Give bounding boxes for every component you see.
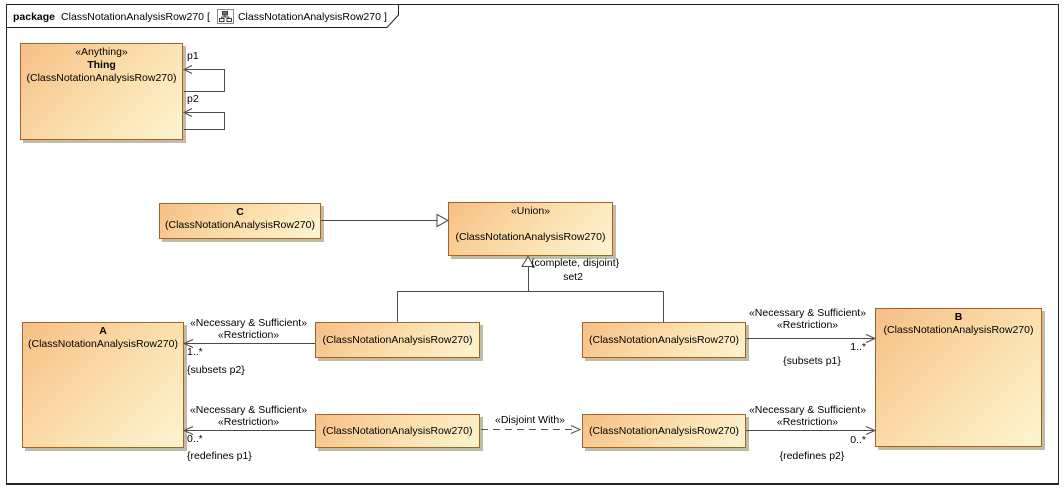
diagram-frame xyxy=(6,4,1059,485)
package-name: ClassNotationAnalysisRow270 xyxy=(61,10,205,23)
stereotype-line2: «Restriction» xyxy=(776,416,839,428)
generalization-set-name[interactable]: set2 xyxy=(563,271,583,283)
stereotype-line1: «Necessary & Sufficient» xyxy=(189,317,308,329)
restriction-box-top-right[interactable]: (ClassNotationAnalysisRow270) xyxy=(582,322,746,358)
restriction-qualifier: (ClassNotationAnalysisRow270) xyxy=(322,424,473,437)
thing-qualifier: (ClassNotationAnalysisRow270) xyxy=(26,72,177,84)
restriction-qualifier: (ClassNotationAnalysisRow270) xyxy=(589,424,739,437)
restriction-box-bottom-left[interactable]: (ClassNotationAnalysisRow270) xyxy=(315,414,480,448)
package-kind-label: package xyxy=(13,10,56,23)
diagram-name: ClassNotationAnalysisRow270 xyxy=(237,10,381,23)
generalization-set-constraint[interactable]: {complete, disjoint} xyxy=(531,257,620,269)
class-box-b[interactable]: B (ClassNotationAnalysisRow270) xyxy=(875,308,1042,447)
role-label-p2[interactable]: p2 xyxy=(187,93,199,105)
class-box-a[interactable]: A (ClassNotationAnalysisRow270) xyxy=(22,322,184,448)
restriction-box-bottom-right[interactable]: (ClassNotationAnalysisRow270) xyxy=(582,414,746,448)
class-box-c[interactable]: C (ClassNotationAnalysisRow270) xyxy=(159,203,321,239)
b-qualifier: (ClassNotationAnalysisRow270) xyxy=(883,324,1034,336)
stereotype-line2: «Restriction» xyxy=(217,416,280,428)
stereotype-line1: «Necessary & Sufficient» xyxy=(189,404,308,416)
thing-name: Thing xyxy=(87,59,116,71)
diagram-header: package ClassNotationAnalysisRow270 [ Cl… xyxy=(13,9,390,24)
c-name: C xyxy=(236,206,244,218)
edge-stereotype-left-top[interactable]: «Necessary & Sufficient» «Restriction» xyxy=(185,317,312,341)
c-qualifier: (ClassNotationAnalysisRow270) xyxy=(165,219,315,231)
restriction-box-top-left[interactable]: (ClassNotationAnalysisRow270) xyxy=(315,322,480,358)
role-label-p1[interactable]: p1 xyxy=(187,50,199,62)
multiplicity-left-bottom[interactable]: 0..* xyxy=(187,433,203,445)
thing-stereotype: «Anything» xyxy=(75,46,128,58)
multiplicity-left-top[interactable]: 1..* xyxy=(187,346,203,358)
union-qualifier: (ClassNotationAnalysisRow270) xyxy=(455,231,606,243)
constraint-right-top[interactable]: {subsets p1} xyxy=(783,355,841,367)
edge-stereotype-right-top[interactable]: «Necessary & Sufficient» «Restriction» xyxy=(744,307,871,331)
a-name: A xyxy=(99,325,107,337)
stereotype-line1: «Necessary & Sufficient» xyxy=(748,307,867,319)
disjoint-with-label[interactable]: «Disjoint With» xyxy=(494,414,566,426)
bracket-open: [ xyxy=(207,10,210,23)
constraint-right-bottom[interactable]: {redefines p2} xyxy=(779,450,845,462)
stereotype-line2: «Restriction» xyxy=(217,329,280,341)
multiplicity-right-bottom[interactable]: 0..* xyxy=(850,434,866,446)
multiplicity-right-top[interactable]: 1..* xyxy=(850,341,866,353)
constraint-left-top[interactable]: {subsets p2} xyxy=(187,364,245,376)
restriction-qualifier: (ClassNotationAnalysisRow270) xyxy=(589,333,739,346)
a-qualifier: (ClassNotationAnalysisRow270) xyxy=(28,338,178,350)
restriction-qualifier: (ClassNotationAnalysisRow270) xyxy=(322,333,473,346)
class-box-thing[interactable]: «Anything» Thing (ClassNotationAnalysisR… xyxy=(20,43,183,140)
edge-stereotype-right-bottom[interactable]: «Necessary & Sufficient» «Restriction» xyxy=(744,404,871,428)
class-box-union[interactable]: «Union» (ClassNotationAnalysisRow270) xyxy=(448,202,613,256)
union-stereotype: «Union» xyxy=(510,205,551,217)
b-name: B xyxy=(954,311,963,323)
class-diagram-icon xyxy=(216,9,234,24)
constraint-left-bottom[interactable]: {redefines p1} xyxy=(187,450,252,462)
bracket-close: ] xyxy=(383,10,387,23)
stereotype-line1: «Necessary & Sufficient» xyxy=(748,404,867,416)
edge-stereotype-left-bottom[interactable]: «Necessary & Sufficient» «Restriction» xyxy=(185,404,312,428)
stereotype-line2: «Restriction» xyxy=(776,319,839,331)
